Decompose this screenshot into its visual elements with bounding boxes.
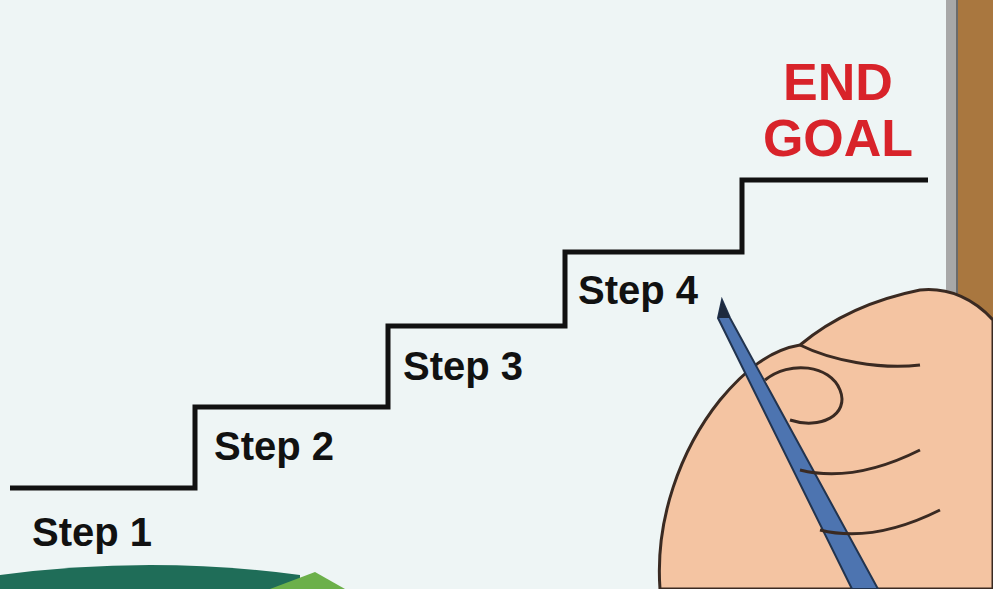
finger-line — [800, 450, 920, 474]
board-frame — [957, 0, 993, 589]
step-label: Step 1 — [32, 510, 152, 554]
hand — [659, 290, 993, 589]
board-edge — [946, 0, 957, 589]
finger-line — [820, 510, 940, 534]
staircase-line — [10, 180, 928, 488]
goal-label: END GOAL — [742, 54, 934, 166]
step-label: Step 4 — [578, 268, 698, 312]
thumb — [765, 368, 842, 423]
board-edge-line — [956, 0, 958, 589]
finger-line — [800, 345, 920, 366]
pen — [718, 300, 878, 589]
step-label: Step 3 — [403, 344, 523, 388]
green-shape — [0, 565, 300, 589]
step-label: Step 2 — [214, 424, 334, 468]
pen-tip — [718, 300, 730, 318]
green-shape — [270, 572, 345, 589]
